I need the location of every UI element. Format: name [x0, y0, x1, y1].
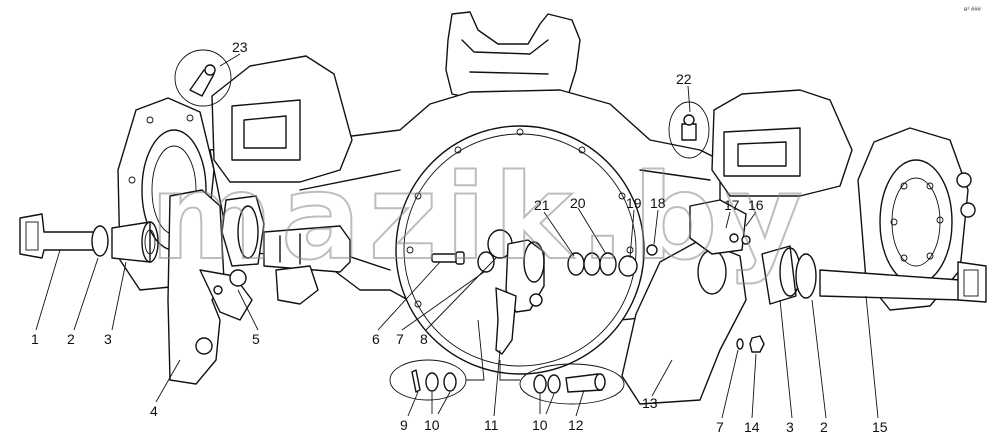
callout-19: 19 — [626, 195, 642, 211]
left-steering-knuckle — [167, 189, 265, 385]
center-steering-arm — [495, 239, 545, 355]
cover-bolts — [406, 128, 634, 308]
right-steering-knuckle — [621, 199, 751, 405]
callout-16: 16 — [748, 197, 764, 213]
callout-18: 18 — [650, 195, 666, 211]
king-pin — [431, 251, 465, 265]
callout-4: 4 — [150, 403, 158, 419]
callout-21: 21 — [534, 197, 550, 213]
callout-2b: 2 — [820, 419, 828, 435]
callout-22: 22 — [676, 71, 692, 87]
callout-9: 9 — [400, 417, 408, 433]
callout-1: 1 — [31, 331, 39, 347]
callout-8: 8 — [420, 331, 428, 347]
ring-19 — [618, 255, 638, 277]
callout-23: 23 — [232, 39, 248, 55]
plug-18 — [646, 244, 658, 256]
left-spring-seat — [211, 55, 353, 183]
watermark: mazik.by — [150, 148, 810, 286]
callout-17: 17 — [724, 197, 740, 213]
callout-14: 14 — [744, 419, 760, 435]
o-ring-20 — [599, 252, 617, 276]
detail-group-right — [519, 363, 625, 405]
callout-6: 6 — [372, 331, 380, 347]
callout-12: 12 — [568, 417, 584, 433]
corner-mark: e² ### — [964, 7, 982, 13]
nut — [749, 335, 765, 353]
callout-5: 5 — [252, 331, 260, 347]
left-bearing — [111, 221, 159, 263]
detail-group-left — [389, 359, 467, 401]
leader-lines — [35, 53, 879, 419]
callout-10b: 10 — [532, 417, 548, 433]
left-seal-washer — [91, 225, 109, 257]
washer-left — [477, 251, 495, 273]
callout-3b: 3 — [786, 419, 794, 435]
right-axle-shaft — [819, 261, 987, 303]
callout-20: 20 — [570, 195, 586, 211]
left-drive-shaft — [263, 225, 351, 305]
callout-7: 7 — [396, 331, 404, 347]
callout-10: 10 — [424, 417, 440, 433]
callout-13: 13 — [642, 395, 658, 411]
right-seal-washer — [795, 253, 817, 299]
callout-labels: 1 2 3 4 5 6 7 8 9 10 10 11 12 13 7 14 3 … — [31, 39, 888, 435]
callout-3: 3 — [104, 331, 112, 347]
callout-7b: 7 — [716, 419, 724, 435]
washer-right — [736, 338, 744, 350]
grease-fitting-left — [174, 49, 232, 107]
callout-11: 11 — [484, 417, 499, 433]
callout-15: 15 — [872, 419, 888, 435]
callout-2: 2 — [67, 331, 75, 347]
right-spring-seat — [711, 89, 853, 197]
